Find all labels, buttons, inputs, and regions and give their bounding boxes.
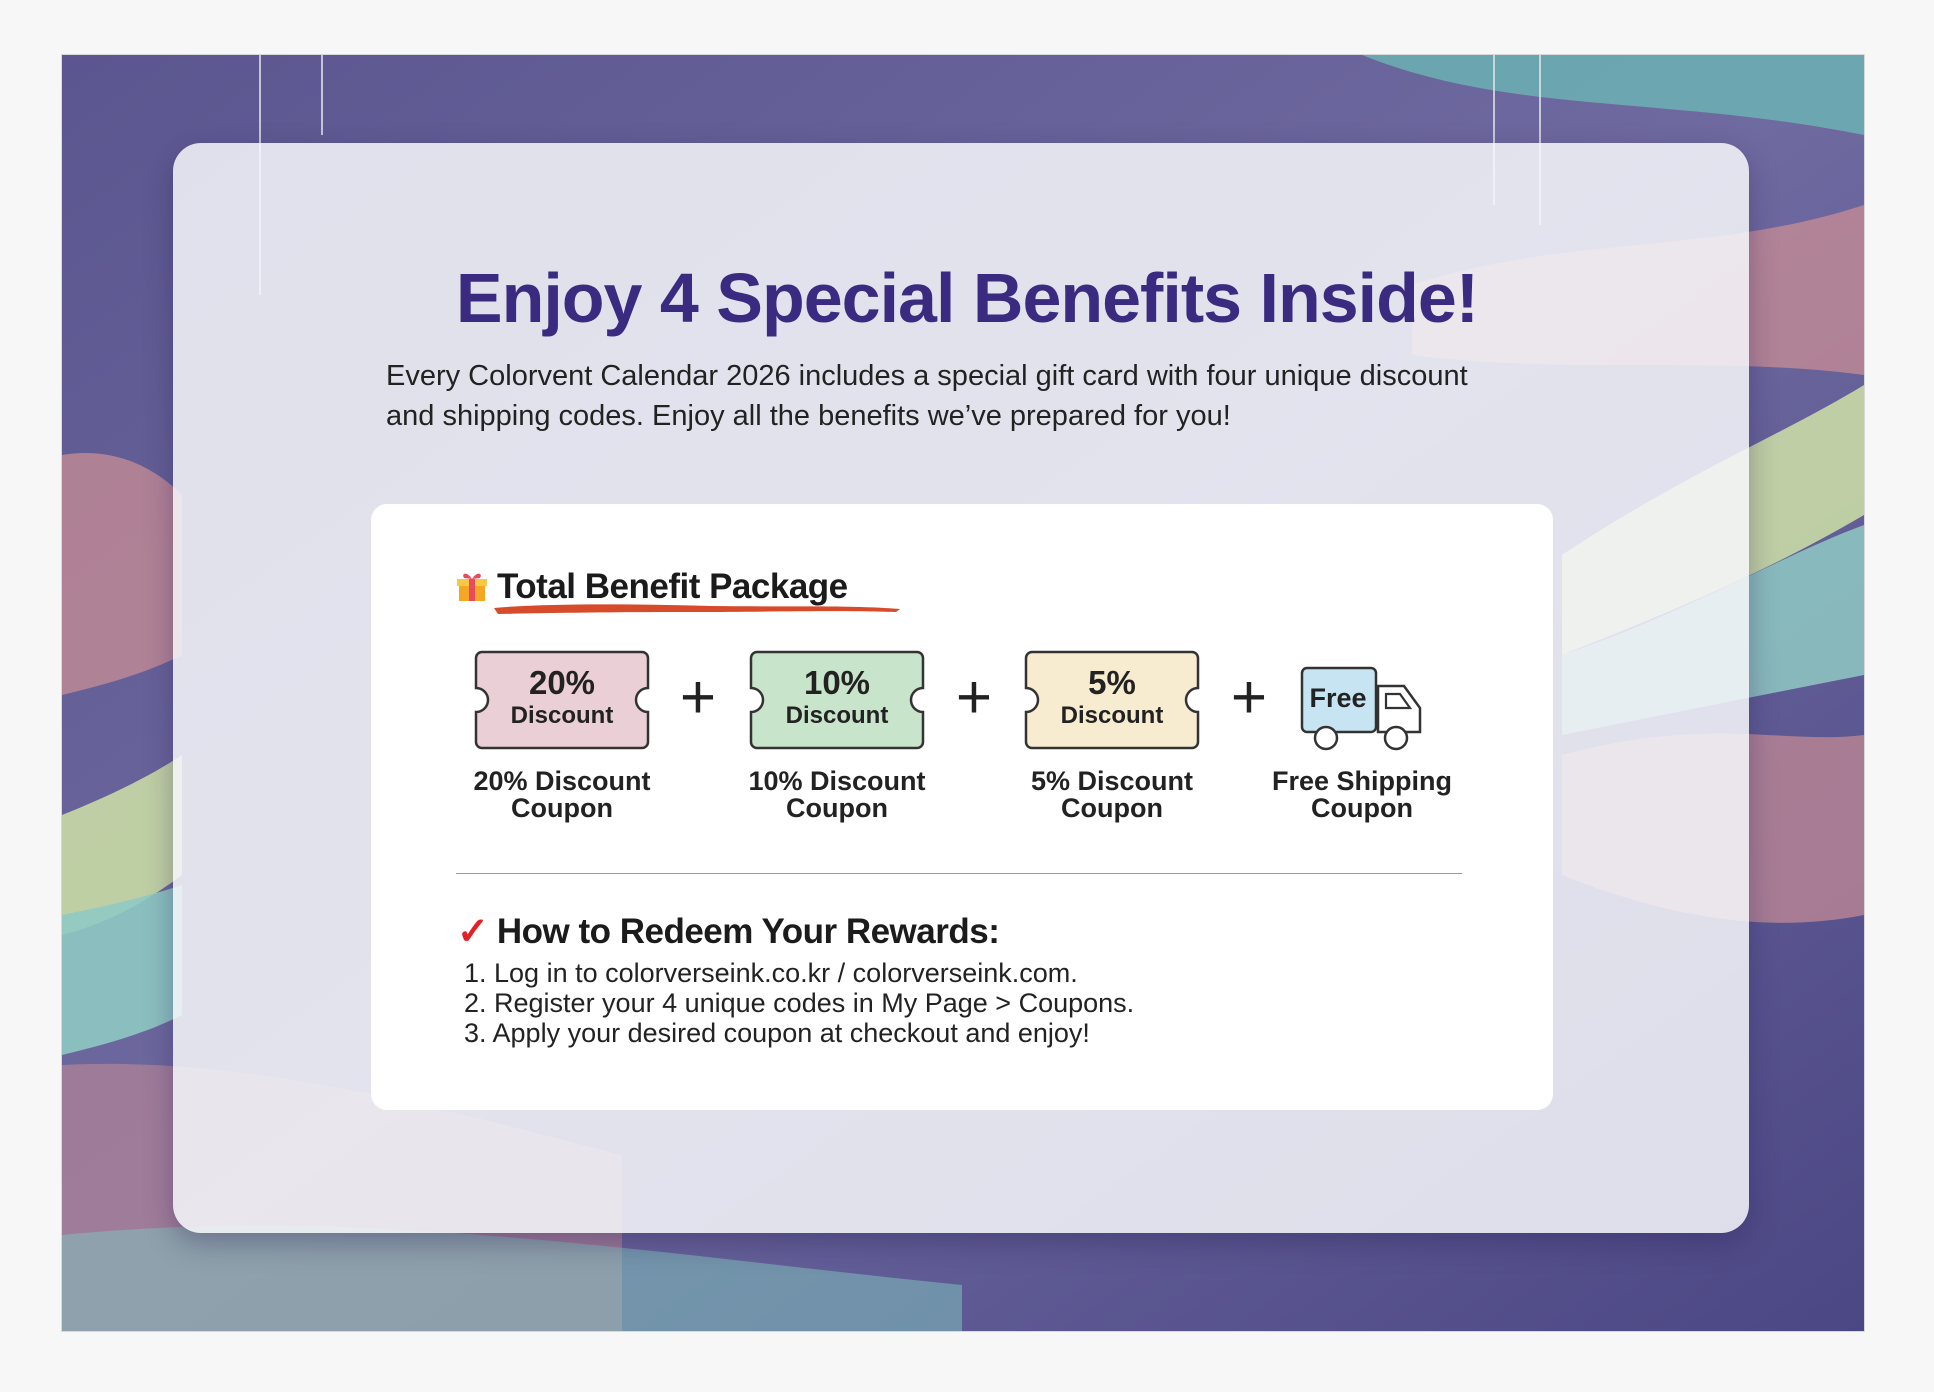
package-title: Total Benefit Package [497, 567, 848, 606]
redeem-step: 3. Apply your desired coupon at checkout… [464, 1018, 1090, 1048]
brush-underline [494, 604, 900, 614]
gift-icon [457, 573, 487, 601]
shipping-caption: Free Shipping Coupon [1242, 768, 1482, 822]
coupon-caption-20: 20% Discount Coupon [442, 768, 682, 822]
plus-sign: + [1230, 663, 1268, 732]
truck-icon [1300, 666, 1422, 751]
redeem-steps: 1. Log in to colorverseink.co.kr / color… [464, 958, 1134, 1048]
intro-line-2: and shipping codes. Enjoy all the benefi… [386, 400, 1231, 432]
ticket-shape [749, 650, 925, 750]
coupon-caption-5: 5% Discount Coupon [992, 768, 1232, 822]
coupon-label: Discount [785, 702, 889, 729]
coupon-value: 20% [528, 664, 596, 701]
plus-sign: + [955, 663, 993, 732]
coupon-ticket-10: 10% Discount [749, 650, 925, 750]
caption-line-1: 10% Discount [748, 766, 926, 796]
plus-sign: + [679, 663, 717, 732]
coupon-caption-10: 10% Discount Coupon [717, 768, 957, 822]
coupon-ticket-20: 20% Discount [474, 650, 650, 750]
coupon-ticket-5: 5% Discount [1024, 650, 1200, 750]
page-title: Enjoy 4 Special Benefits Inside! [455, 259, 1479, 337]
caption-line-1: 20% Discount [473, 766, 651, 796]
checkmark-icon: ✓ [457, 911, 489, 953]
coupon-value: 5% [1088, 664, 1136, 701]
redeem-step: 1. Log in to colorverseink.co.kr / color… [464, 958, 1078, 988]
caption-line-2: Coupon [1311, 793, 1413, 823]
redeem-step: 2. Register your 4 unique codes in My Pa… [464, 988, 1135, 1018]
coupon-label: Discount [1060, 702, 1164, 729]
caption-line-1: Free Shipping [1271, 766, 1452, 796]
ticket-shape [474, 650, 650, 750]
coupon-value: 10% [803, 664, 871, 701]
coupon-row: 20% Discount + 10% Discount + 5% Discoun… [0, 650, 1934, 830]
caption-line-1: 5% Discount [1030, 766, 1194, 796]
package-header: Total Benefit Package [457, 562, 848, 612]
caption-line-2: Coupon [786, 793, 888, 823]
redeem-header: ✓ How to Redeem Your Rewards: [457, 910, 1000, 954]
caption-line-2: Coupon [511, 793, 613, 823]
coupon-label: Discount [510, 702, 614, 729]
truck-label: Free [1309, 683, 1367, 713]
section-divider [456, 873, 1462, 874]
intro-text: Every Colorvent Calendar 2026 includes a… [386, 356, 1566, 436]
caption-line-2: Coupon [1061, 793, 1163, 823]
redeem-title: How to Redeem Your Rewards: [496, 912, 1000, 951]
intro-line-1: Every Colorvent Calendar 2026 includes a… [386, 360, 1468, 392]
ticket-shape [1024, 650, 1200, 750]
